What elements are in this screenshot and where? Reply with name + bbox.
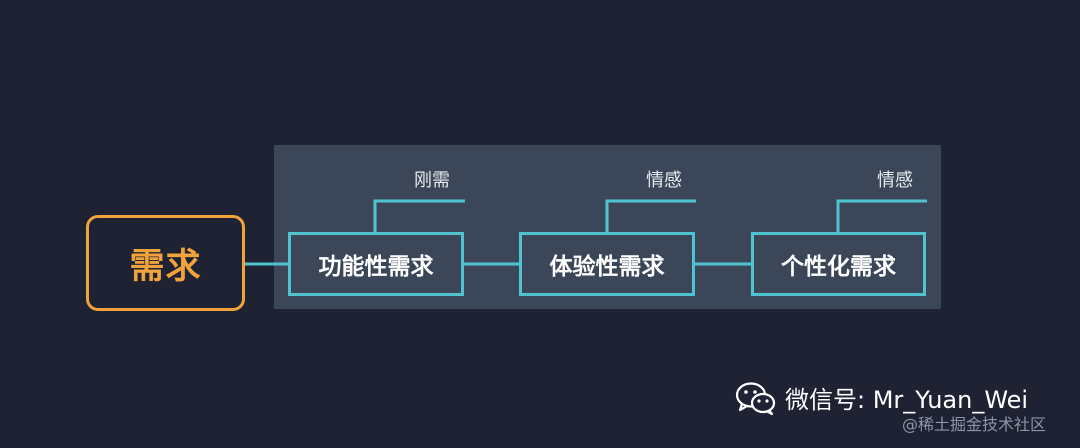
node-personalized-requirement: 个性化需求 <box>751 232 926 296</box>
node-label: 体验性需求 <box>549 254 665 280</box>
node-label: 个性化需求 <box>781 254 896 280</box>
tag-connector-3 <box>836 199 927 232</box>
wechat-icon <box>735 381 776 415</box>
wechat-id-text: 微信号: Mr_Yuan_Wei <box>785 386 1029 414</box>
node-functional-requirement: 功能性需求 <box>288 232 464 296</box>
node-label: 功能性需求 <box>318 254 434 280</box>
platform-watermark: @稀土掘金技术社区 <box>902 415 1047 434</box>
node-tag: 情感 <box>877 170 913 191</box>
tag-connector-1 <box>373 199 465 232</box>
node-tag: 刚需 <box>414 170 450 191</box>
node-tag: 情感 <box>646 170 682 191</box>
wechat-watermark: 微信号: Mr_Yuan_Wei <box>735 380 1028 415</box>
root-node-label: 需求 <box>129 246 202 287</box>
root-node: 需求 <box>86 215 245 311</box>
tag-connector-2 <box>605 199 696 232</box>
node-experience-requirement: 体验性需求 <box>519 232 695 296</box>
